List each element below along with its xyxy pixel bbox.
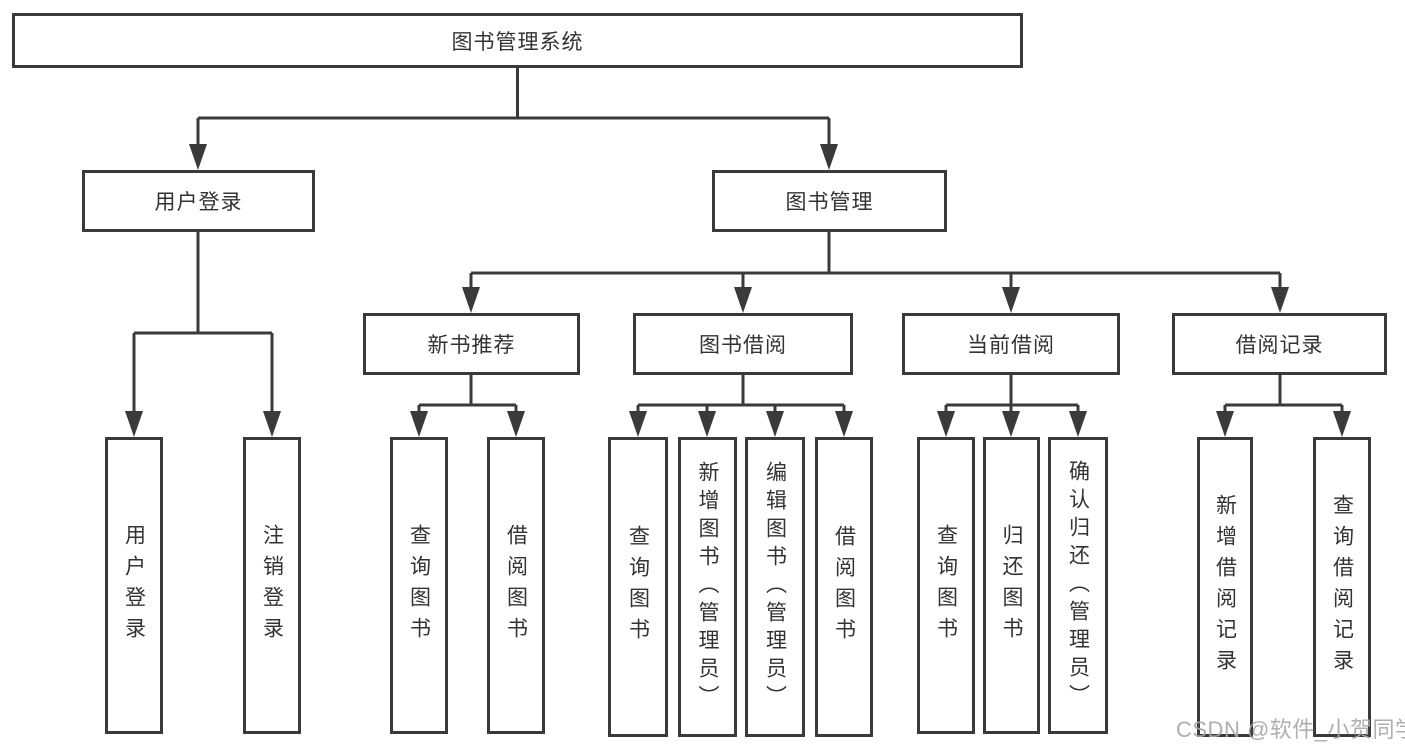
leaf-label: 新增图书（管理员） xyxy=(696,461,719,713)
leaf-label: 查询借阅记录 xyxy=(1330,494,1354,680)
node-leaf-borrow-book-1: 借阅图书 xyxy=(487,437,545,734)
connector-root-to-level2 xyxy=(189,68,838,170)
node-book-management: 图书管理 xyxy=(712,170,947,232)
node-leaf-query-book-2: 查询图书 xyxy=(608,437,668,737)
node-leaf-query-borrow-record: 查询借阅记录 xyxy=(1313,437,1371,737)
connector-borrow-records-children xyxy=(1216,375,1351,437)
connector-current-borrow-children xyxy=(937,375,1087,437)
node-leaf-query-book-1: 查询图书 xyxy=(390,437,448,734)
leaf-label: 新增借阅记录 xyxy=(1213,494,1237,680)
leaf-label: 归还图书 xyxy=(1000,523,1023,648)
node-leaf-edit-book-admin: 编辑图书（管理员） xyxy=(745,437,805,737)
leaf-label: 借阅图书 xyxy=(832,525,856,649)
leaf-label: 确认归还（管理员） xyxy=(1066,459,1090,712)
node-new-book-recommend: 新书推荐 xyxy=(363,313,580,375)
node-root-library-system: 图书管理系统 xyxy=(12,13,1023,68)
node-leaf-logout: 注销登录 xyxy=(243,437,301,734)
node-leaf-add-book-admin: 新增图书（管理员） xyxy=(678,437,737,737)
leaf-label: 注销登录 xyxy=(260,523,284,648)
leaf-label: 查询图书 xyxy=(626,525,650,649)
node-leaf-query-book-3: 查询图书 xyxy=(917,437,975,734)
csdn-watermark: CSDN @软件_小贺同学 xyxy=(1176,717,1405,742)
node-leaf-user-login: 用户登录 xyxy=(105,437,163,734)
node-leaf-return-book: 归还图书 xyxy=(983,437,1040,734)
connector-book-management-children xyxy=(462,232,1289,313)
leaf-label: 查询图书 xyxy=(934,523,958,648)
connector-new-book-children xyxy=(410,375,525,437)
node-current-borrow: 当前借阅 xyxy=(902,313,1120,375)
node-leaf-confirm-return-admin: 确认归还（管理员） xyxy=(1048,437,1108,734)
connector-book-borrow-children xyxy=(629,375,853,437)
node-user-login: 用户登录 xyxy=(82,170,315,232)
node-book-borrow: 图书借阅 xyxy=(633,313,853,375)
node-leaf-borrow-book-2: 借阅图书 xyxy=(815,437,873,737)
leaf-label: 借阅图书 xyxy=(504,523,528,648)
leaf-label: 编辑图书（管理员） xyxy=(763,461,787,713)
connector-user-login-children xyxy=(125,232,281,437)
leaf-label: 用户登录 xyxy=(122,523,146,648)
leaf-label: 查询图书 xyxy=(407,523,431,648)
node-leaf-add-borrow-record: 新增借阅记录 xyxy=(1197,437,1253,737)
node-borrow-records: 借阅记录 xyxy=(1172,313,1387,375)
